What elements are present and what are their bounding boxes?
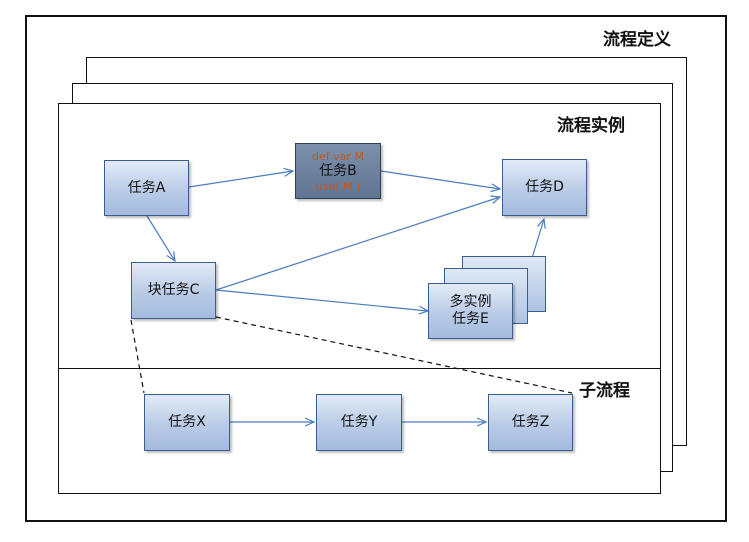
task-d[interactable]: 任务D <box>502 159 587 216</box>
arrow-a-to-c <box>146 215 175 261</box>
block-task-c-label: 块任务C <box>147 282 200 298</box>
task-a-label: 任务A <box>127 179 166 196</box>
arrow-c-to-e <box>215 289 428 311</box>
task-x[interactable]: 任务X <box>144 394 230 451</box>
task-e-label-line2: 任务E <box>452 311 489 327</box>
dashed-c-to-subprocess-right <box>215 316 573 394</box>
task-y[interactable]: 任务Y <box>316 394 402 451</box>
subprocess-title: 子流程 <box>579 381 630 401</box>
arrow-c-to-d <box>215 197 500 291</box>
arrow-b-to-d <box>380 170 500 189</box>
process-definition-title: 流程定义 <box>603 30 671 50</box>
task-x-label: 任务X <box>168 414 206 430</box>
task-d-label: 任务D <box>525 179 564 195</box>
task-b-def-text: def var M <box>312 149 364 163</box>
task-b[interactable]: def var M 任务B use( M ) <box>295 143 381 199</box>
task-b-use-text: use( M ) <box>315 179 361 193</box>
arrow-a-to-b <box>188 171 293 188</box>
task-b-label: 任务B <box>319 162 357 179</box>
dashed-c-to-subprocess-left <box>130 319 145 394</box>
subprocess-divider <box>58 368 661 369</box>
process-instance-title: 流程实例 <box>557 116 625 136</box>
task-z[interactable]: 任务Z <box>488 394 573 451</box>
task-y-label: 任务Y <box>340 414 378 430</box>
task-a[interactable]: 任务A <box>104 160 189 216</box>
task-e-label-line1: 多实例 <box>449 294 492 310</box>
block-task-c[interactable]: 块任务C <box>131 262 216 319</box>
multi-instance-task-e[interactable]: 多实例 任务E <box>428 283 513 339</box>
task-z-label: 任务Z <box>511 414 550 430</box>
